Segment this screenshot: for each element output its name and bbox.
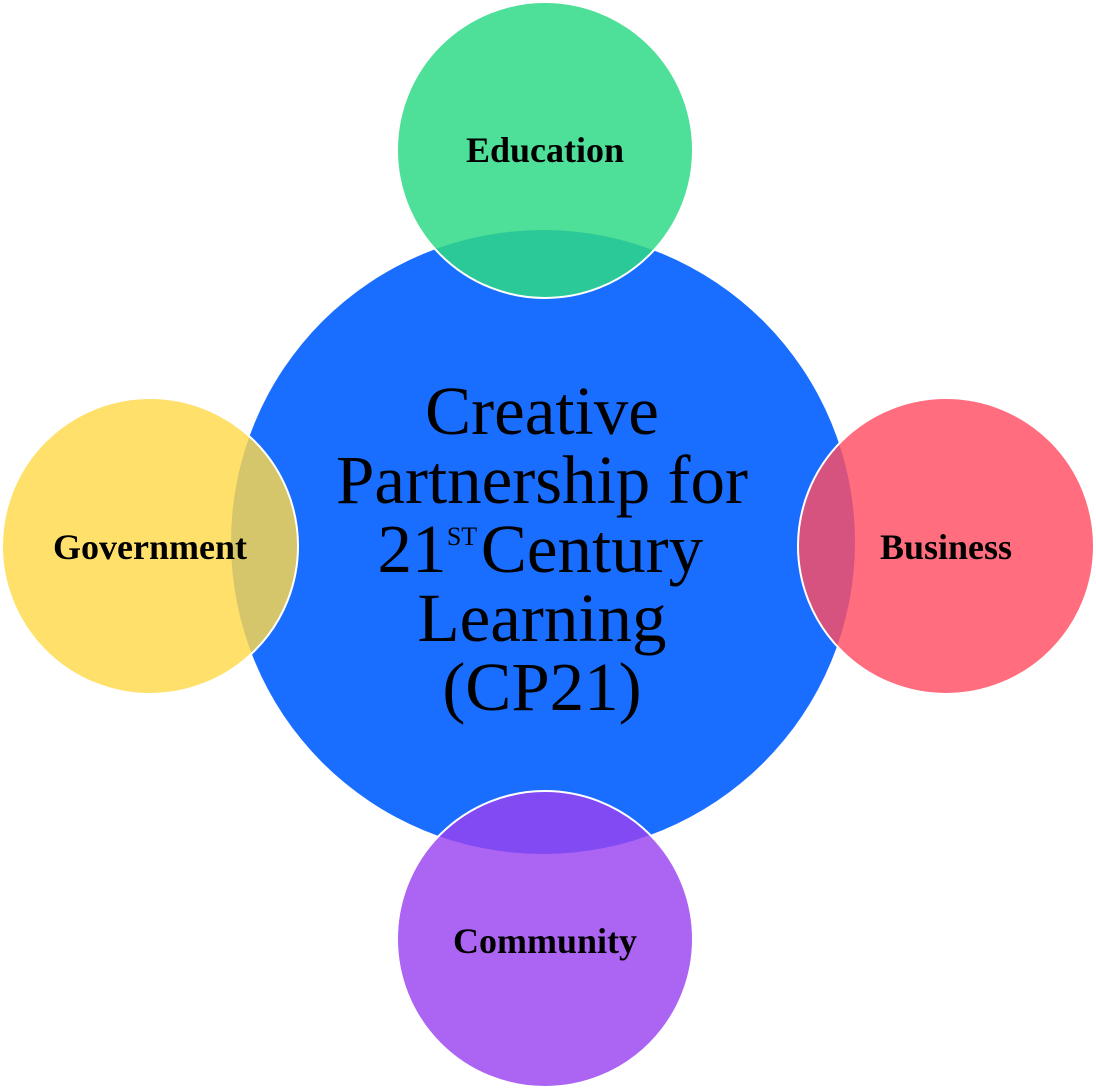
education-label: Education xyxy=(466,130,624,170)
center-title-line-1: Creative xyxy=(425,373,659,449)
center-title-superscript: ST xyxy=(447,522,477,551)
government-circle xyxy=(1,397,299,695)
center-title-number: 21 xyxy=(378,511,447,587)
community-label: Community xyxy=(453,921,637,961)
center-title-line-5: (CP21) xyxy=(442,649,641,725)
government-label: Government xyxy=(53,527,247,567)
center-title-line-3: 21 ST Century xyxy=(378,511,704,587)
center-title-line-4: Learning xyxy=(417,580,666,656)
business-label: Business xyxy=(880,527,1012,567)
center-circle xyxy=(231,230,855,854)
education-circle xyxy=(396,1,694,299)
business-circle xyxy=(797,397,1095,695)
center-title-century: Century xyxy=(481,511,704,587)
center-title-line-2: Partnership for xyxy=(336,442,748,518)
community-circle xyxy=(396,790,694,1088)
